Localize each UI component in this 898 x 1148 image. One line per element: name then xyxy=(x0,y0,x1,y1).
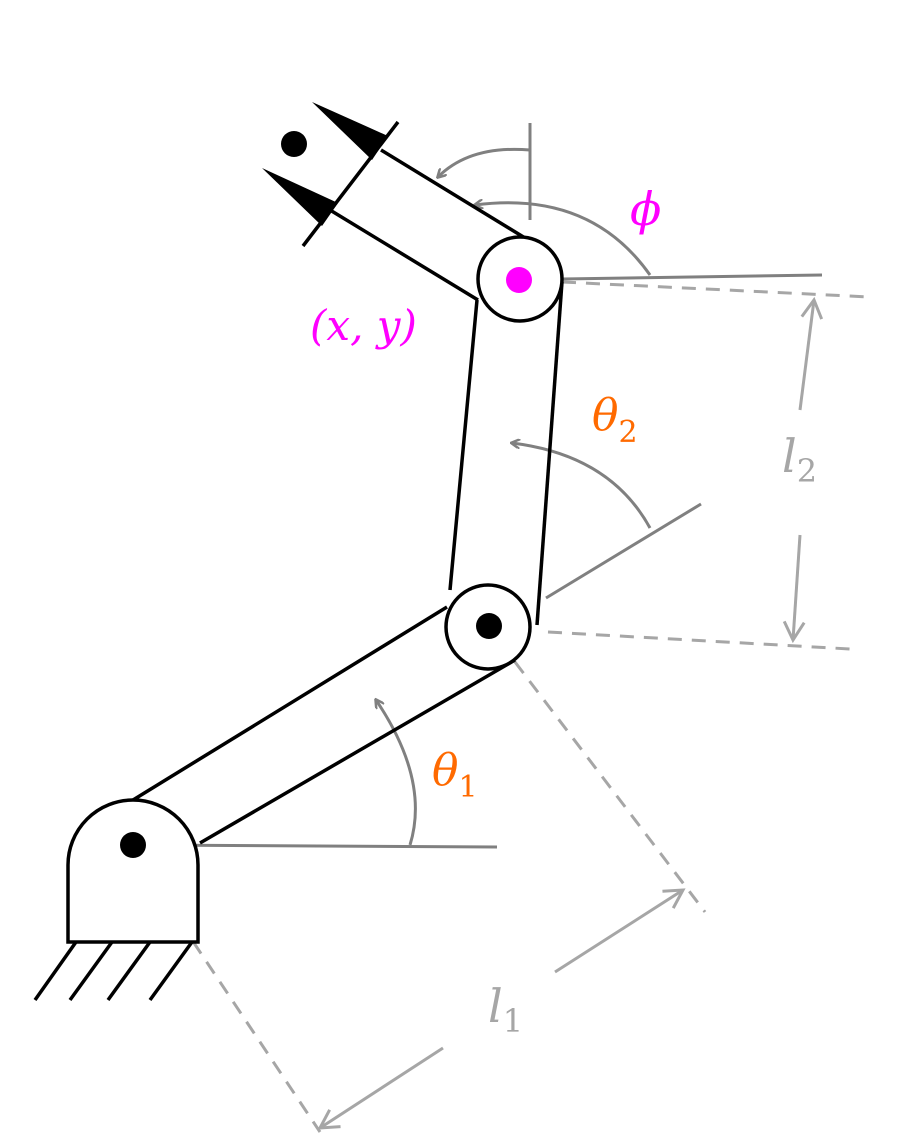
l2-subscript: 2 xyxy=(797,452,817,490)
elbow-joint xyxy=(444,583,532,671)
fixed-base xyxy=(33,798,200,1002)
l1-subscript: 1 xyxy=(503,1002,523,1040)
theta1-label: θ1 xyxy=(432,745,478,805)
end-effector-point xyxy=(506,267,532,293)
theta2-symbol: θ xyxy=(592,390,619,441)
l1-symbol: l xyxy=(488,979,503,1033)
phi-label: ϕ xyxy=(630,182,661,236)
reference-lines xyxy=(139,123,823,849)
theta1-subscript: 1 xyxy=(459,770,478,805)
link-2 xyxy=(448,281,564,626)
gripper-dot xyxy=(281,131,307,157)
l2-symbol: l xyxy=(782,429,797,483)
phi-arc xyxy=(475,203,652,276)
theta1-symbol: θ xyxy=(432,745,459,796)
l2-arrow-up xyxy=(798,296,824,411)
l1-label: l1 xyxy=(488,979,523,1040)
l1-arrow-right xyxy=(554,888,686,974)
theta1-arc xyxy=(376,700,417,846)
l2-label: l2 xyxy=(782,429,817,490)
l2-arrow-down xyxy=(782,534,806,644)
end-effector-label: (x, y) xyxy=(310,301,417,350)
theta2-label: θ2 xyxy=(592,390,638,450)
l1-arrow-left xyxy=(317,1046,444,1130)
theta2-subscript: 2 xyxy=(619,415,638,450)
theta2-arc xyxy=(512,443,652,529)
gripper-angle-arc xyxy=(438,147,531,177)
link-1 xyxy=(132,605,516,845)
base-joint-pin xyxy=(120,832,146,858)
wrist-joint xyxy=(476,235,564,323)
length-arrows xyxy=(317,296,824,1130)
gripper-fingers xyxy=(262,102,388,226)
